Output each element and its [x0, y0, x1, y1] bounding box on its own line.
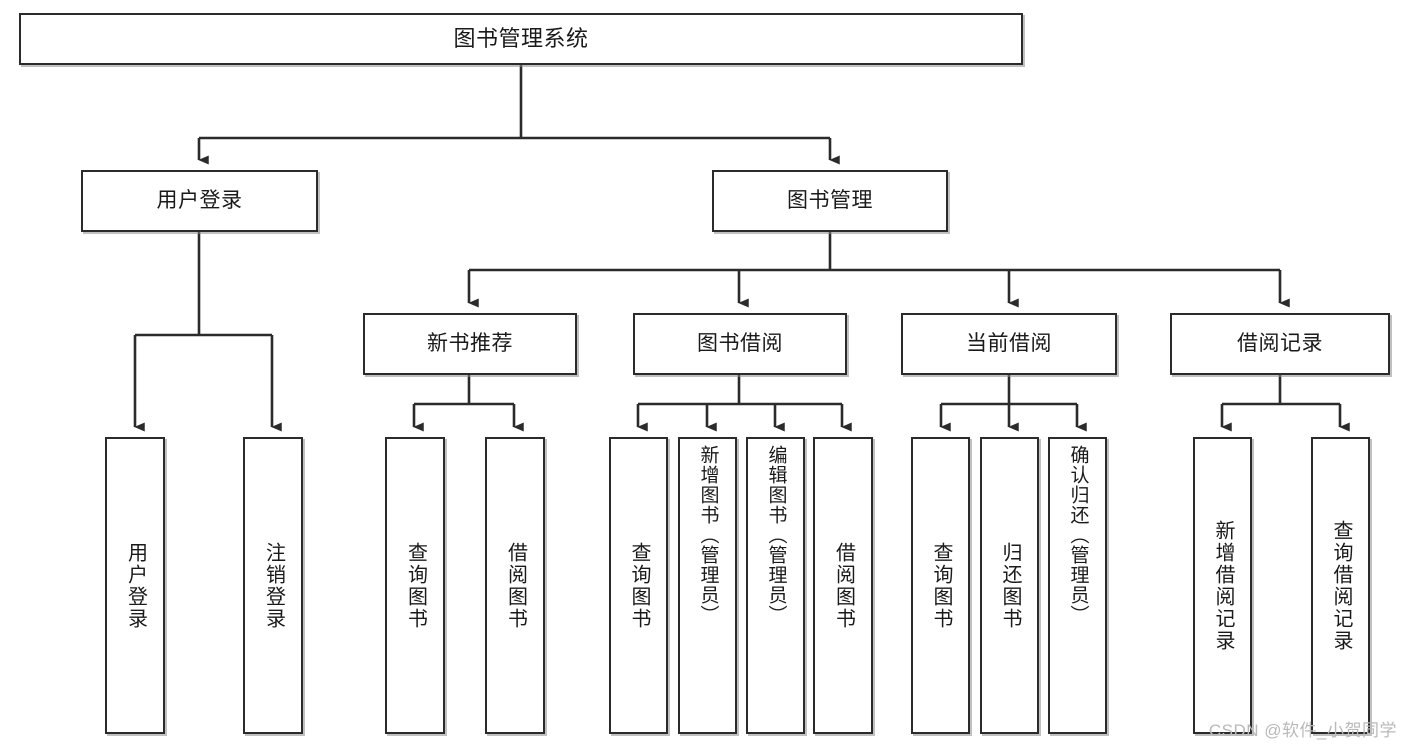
node-label: 新增借阅记录: [1212, 519, 1234, 652]
leaf-book-borrow-edit[interactable]: 编辑图书（管理员）: [746, 437, 805, 734]
node-label: 新增图书（管理员）: [697, 445, 719, 625]
leaf-book-borrow-add[interactable]: 新增图书（管理员）: [678, 437, 737, 734]
leaf-borrow-record-add[interactable]: 新增借阅记录: [1193, 437, 1252, 734]
node-label: 用户登录: [124, 541, 147, 630]
leaf-current-borrow-confirm-return[interactable]: 确认归还（管理员）: [1048, 437, 1107, 734]
node-new-book-recommend[interactable]: 新书推荐: [363, 313, 577, 375]
node-user-login[interactable]: 用户登录: [81, 170, 318, 232]
node-label: 借阅记录: [1237, 331, 1323, 355]
leaf-current-borrow-return[interactable]: 归还图书: [980, 437, 1039, 734]
node-label: 注销登录: [262, 541, 285, 630]
node-label: 查询图书: [628, 541, 650, 630]
node-label: 查询图书: [404, 541, 427, 630]
leaf-user-login-signout[interactable]: 注销登录: [243, 437, 303, 734]
node-label: 新书推荐: [427, 331, 513, 355]
leaf-current-borrow-query[interactable]: 查询图书: [911, 437, 970, 734]
node-borrow-record[interactable]: 借阅记录: [1170, 313, 1390, 375]
node-current-borrow[interactable]: 当前借阅: [901, 313, 1117, 375]
node-label: 查询图书: [930, 541, 952, 630]
node-label: 图书管理系统: [453, 26, 589, 52]
node-label: 图书借阅: [697, 331, 783, 355]
leaf-new-book-borrow[interactable]: 借阅图书: [485, 437, 545, 734]
node-label: 查询借阅记录: [1330, 519, 1352, 652]
leaf-borrow-record-query[interactable]: 查询借阅记录: [1311, 437, 1370, 734]
node-label: 归还图书: [999, 541, 1021, 630]
leaf-user-login-signin[interactable]: 用户登录: [105, 437, 165, 734]
node-book-borrow[interactable]: 图书借阅: [633, 313, 847, 375]
csdn-watermark: CSDN @软件_小贺同学: [1208, 721, 1397, 740]
node-label: 借阅图书: [832, 541, 855, 630]
node-label: 编辑图书（管理员）: [765, 445, 787, 625]
node-root-book-management-system[interactable]: 图书管理系统: [19, 13, 1023, 65]
leaf-book-borrow-lend[interactable]: 借阅图书: [813, 437, 873, 734]
leaf-new-book-query[interactable]: 查询图书: [385, 437, 445, 734]
node-label: 图书管理: [787, 188, 873, 212]
leaf-book-borrow-query[interactable]: 查询图书: [609, 437, 668, 734]
node-label: 用户登录: [156, 188, 243, 212]
node-label: 确认归还（管理员）: [1067, 445, 1089, 625]
node-book-management[interactable]: 图书管理: [712, 170, 948, 232]
node-label: 借阅图书: [504, 541, 527, 630]
node-label: 当前借阅: [966, 331, 1052, 355]
